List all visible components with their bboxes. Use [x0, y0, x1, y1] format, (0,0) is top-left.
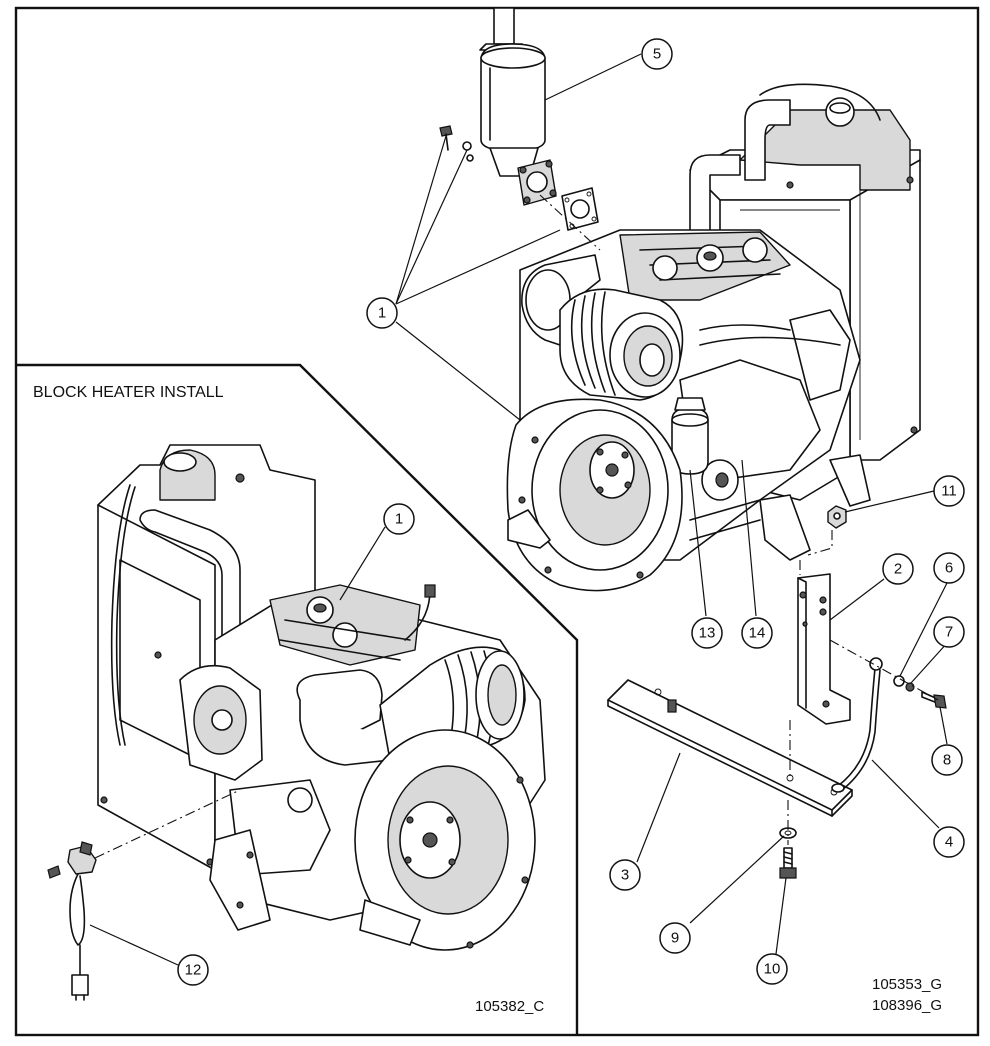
centerline-strap — [829, 639, 939, 701]
svg-text:10: 10 — [764, 961, 781, 978]
exhaust-gasket — [561, 187, 599, 231]
svg-text:11: 11 — [941, 483, 957, 500]
main-engine-view — [439, 7, 947, 879]
callout-11: 11 — [933, 475, 965, 507]
inset-drawing-number: 105382_C — [475, 998, 544, 1015]
main-drawing-number-2: 108396_G — [872, 997, 942, 1014]
svg-text:1: 1 — [378, 305, 386, 322]
leader-lines — [89, 53, 949, 966]
callout-7: 7 — [933, 616, 965, 648]
callout-1-main: 1 — [366, 297, 398, 329]
svg-text:12: 12 — [185, 962, 202, 979]
callout-1-inset: 1 — [383, 503, 415, 535]
svg-text:3: 3 — [621, 867, 629, 884]
svg-text:1: 1 — [395, 511, 403, 528]
centerline-muffler — [539, 194, 601, 251]
svg-text:5: 5 — [653, 46, 661, 63]
base-rail — [607, 679, 853, 817]
callout-5: 5 — [641, 38, 673, 70]
inset-title: BLOCK HEATER INSTALL — [33, 384, 224, 401]
callout-6: 6 — [933, 552, 965, 584]
callout-14: 14 — [741, 617, 773, 649]
callout-2: 2 — [882, 553, 914, 585]
muffler-bolts — [439, 125, 474, 162]
ground-strap — [831, 657, 883, 793]
callout-4: 4 — [933, 826, 965, 858]
inset-engine-view — [97, 444, 546, 951]
muffler — [479, 7, 557, 206]
svg-text:14: 14 — [749, 625, 766, 642]
svg-text:8: 8 — [943, 752, 951, 769]
centerline-heater — [94, 789, 241, 859]
centerline-nut — [807, 530, 833, 556]
block-heater — [47, 841, 97, 1001]
inset-panel-border — [16, 363, 579, 1035]
svg-text:13: 13 — [699, 625, 716, 642]
engine-block — [506, 229, 871, 592]
svg-text:7: 7 — [945, 624, 953, 641]
nut — [827, 505, 847, 529]
svg-text:6: 6 — [945, 560, 953, 577]
mount-bracket — [797, 573, 851, 725]
callout-9: 9 — [659, 922, 691, 954]
callout-8: 8 — [931, 744, 963, 776]
callout-10: 10 — [756, 953, 788, 985]
callout-3: 3 — [609, 859, 641, 891]
svg-text:4: 4 — [945, 834, 953, 851]
main-drawing-number-1: 105353_G — [872, 976, 942, 993]
svg-text:9: 9 — [671, 930, 679, 947]
callout-12: 12 — [177, 954, 209, 986]
callout-13: 13 — [691, 617, 723, 649]
svg-text:2: 2 — [894, 561, 902, 578]
strap-hardware — [893, 675, 947, 709]
